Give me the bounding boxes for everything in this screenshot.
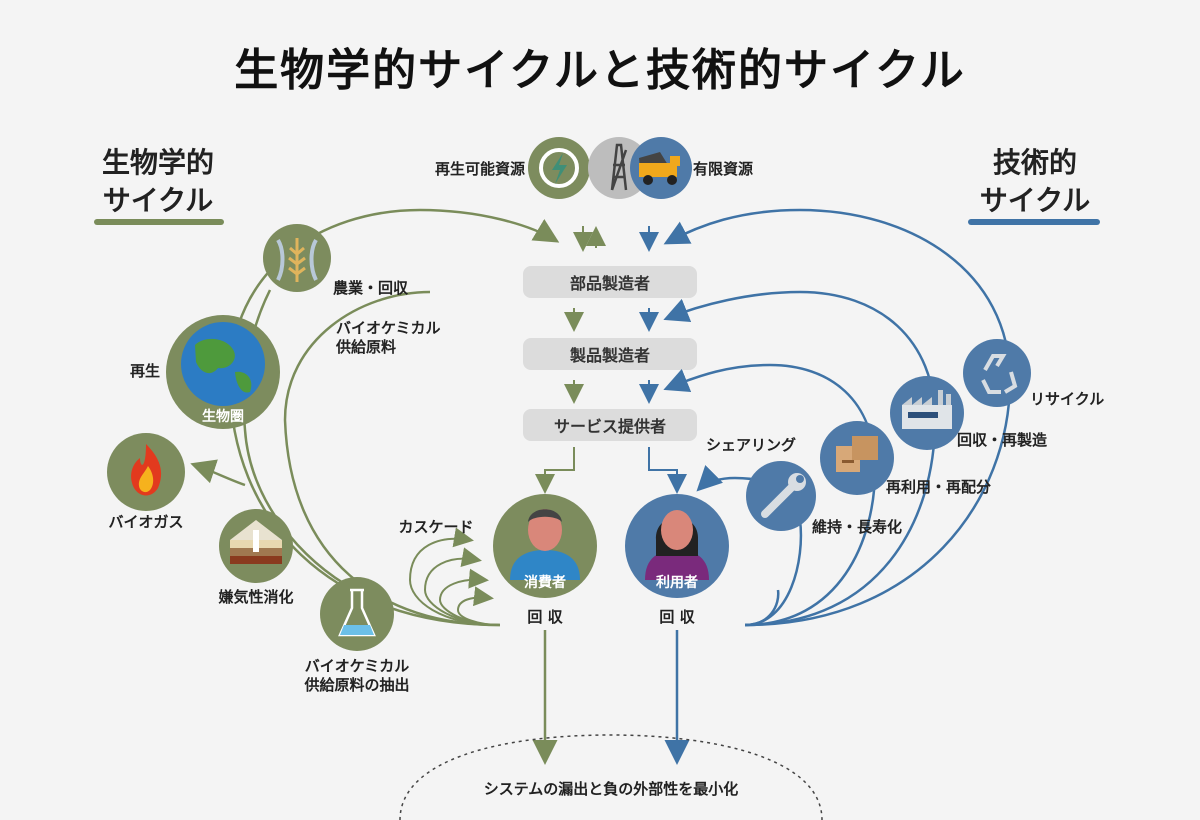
parts-manufacturer-label: 部品製造者 (570, 274, 650, 293)
tech-cycle-curves (663, 208, 1012, 627)
bio-cycle-header: 生物学的 サイクル (94, 146, 224, 225)
recycle-icon (963, 339, 1031, 407)
user-avatar (625, 494, 729, 598)
cascade-arrows (408, 527, 501, 626)
extract-label-1: バイオケミカル (305, 657, 410, 675)
tech-header-line2: サイクル (980, 184, 1091, 217)
page-title: 生物学的サイクルと技術的サイクル (234, 45, 966, 96)
collect-right-label: 回 収 (659, 608, 695, 626)
minimize-leakage-label: システムの漏出と負の外部性を最小化 (484, 780, 739, 798)
product-manufacturer-box: 製品製造者 (523, 338, 697, 370)
refurbish-label: 回収・再製造 (957, 431, 1047, 449)
farming-label: 農業・回収 (333, 279, 409, 297)
consumer-avatar (493, 494, 597, 598)
regeneration-label: 再生 (130, 362, 160, 380)
flask-icon (320, 577, 394, 651)
biosphere-label: 生物圏 (202, 408, 244, 425)
tech-cycle-header: 技術的 サイクル (968, 146, 1100, 225)
renewable-label: 再生可能資源 (435, 160, 525, 178)
bio-header-line2: サイクル (103, 184, 214, 217)
tech-header-line1: 技術的 (993, 146, 1077, 179)
leakage-arrows (532, 630, 690, 765)
farming-wheat-fish-icon (263, 224, 331, 292)
reuse-label: 再利用・再配分 (886, 478, 991, 496)
biogas-label: バイオガス (108, 513, 183, 531)
tech-header-underline (968, 219, 1100, 225)
renewable-energy-icon (528, 137, 590, 199)
feedstock-label-1: バイオケミカル (336, 319, 441, 337)
product-manufacturer-label: 製品製造者 (569, 346, 650, 365)
biogas-flame-icon (107, 433, 185, 511)
sharing-label: シェアリング (706, 436, 796, 454)
boxes-icon (820, 421, 894, 495)
finite-label: 有限資源 (693, 160, 753, 178)
factory-icon (890, 376, 964, 450)
leakage-boundary (399, 734, 823, 820)
central-flow-arrows (535, 226, 687, 494)
anaerobic-digestion-icon (219, 509, 293, 583)
parts-manufacturer-box: 部品製造者 (523, 266, 697, 298)
feedstock-label-2: 供給原料 (335, 338, 396, 356)
bio-header-line1: 生物学的 (102, 146, 214, 179)
extract-label-2: 供給原料の抽出 (303, 676, 409, 694)
collect-left-label: 回 収 (527, 608, 563, 626)
service-provider-label: サービス提供者 (554, 417, 666, 436)
anaerobic-label: 嫌気性消化 (217, 588, 293, 606)
mining-truck-icon (630, 137, 692, 199)
consumer-label: 消費者 (524, 574, 566, 591)
bio-header-underline (94, 219, 224, 225)
recycle-label: リサイクル (1030, 390, 1104, 408)
service-provider-box: サービス提供者 (523, 409, 697, 441)
maintain-label: 維持・長寿化 (812, 518, 902, 536)
wrench-icon (746, 461, 816, 531)
user-label: 利用者 (656, 574, 698, 591)
biosphere-globe-icon (166, 315, 280, 429)
cascade-label: カスケード (398, 518, 473, 536)
